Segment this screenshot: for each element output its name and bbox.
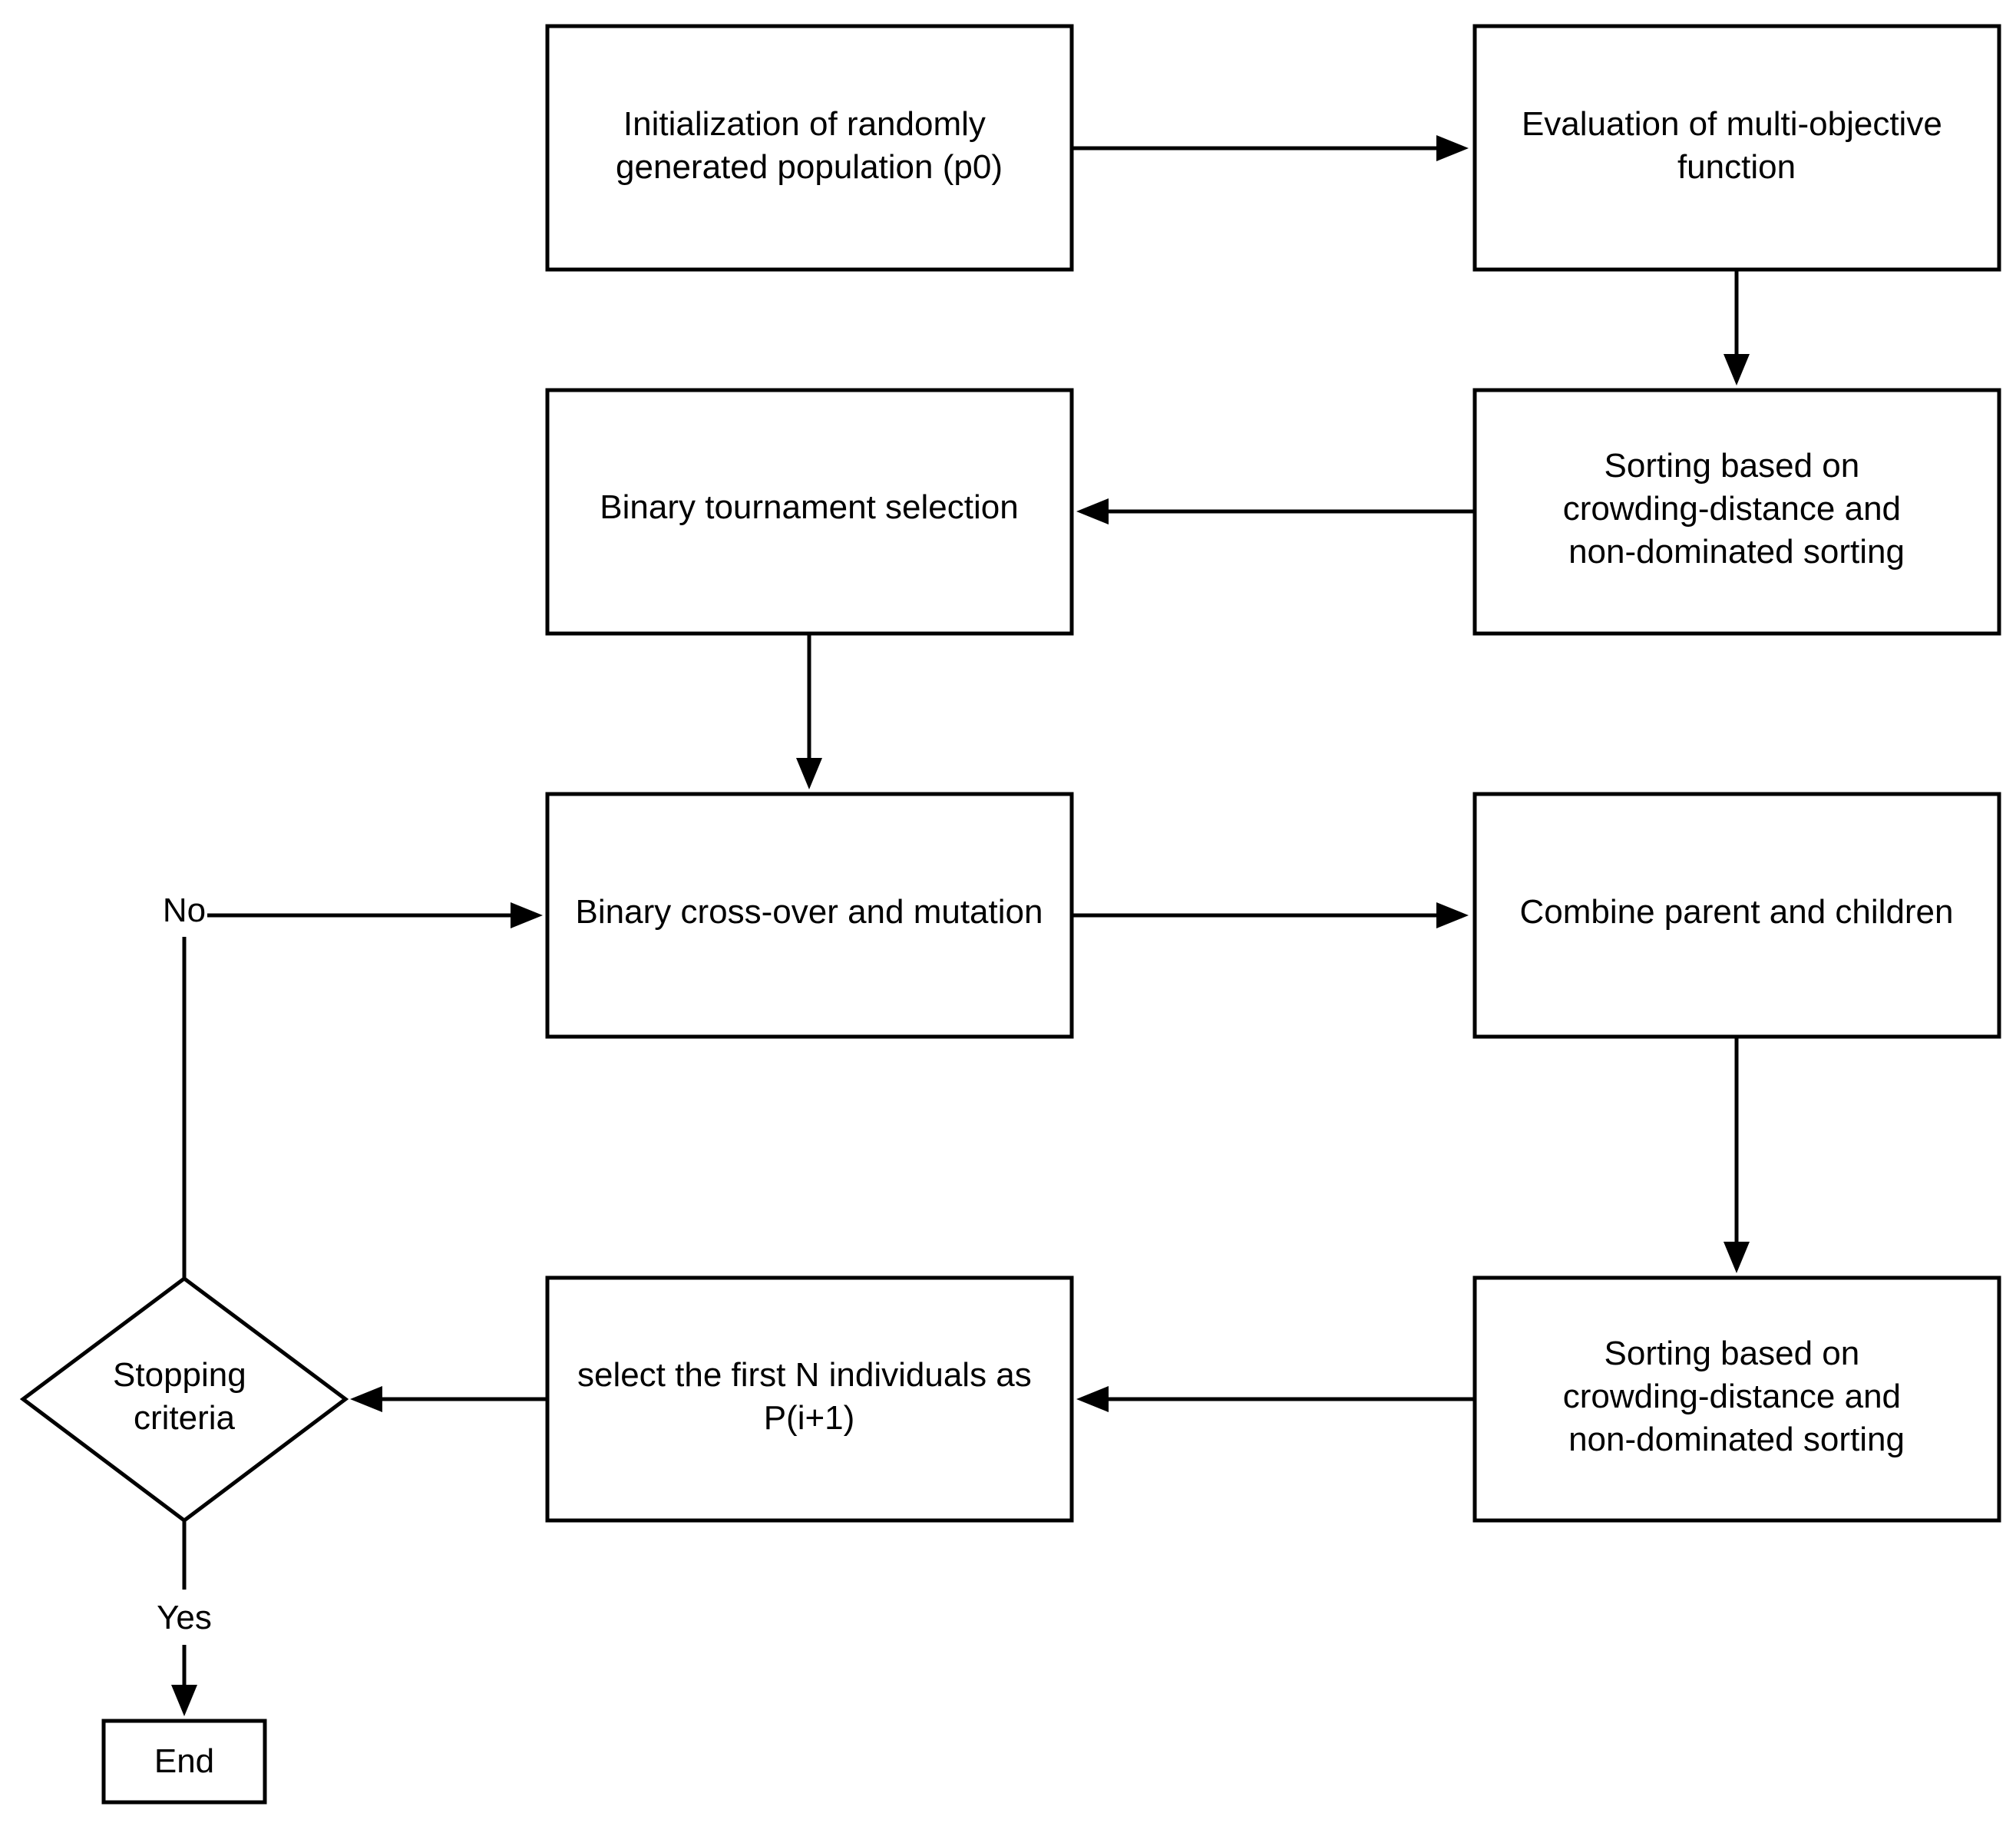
arrowhead-tournament-to-crossover (796, 758, 822, 789)
end-label-line-1: End (154, 1742, 214, 1780)
sort1-label-line-2: crowding-distance and (1563, 490, 1901, 528)
crossover-node (545, 792, 1074, 1039)
combine-label-line-1: Combine parent and children (1519, 893, 1953, 931)
end-label: End (154, 1742, 214, 1780)
tournament-label: Binary tournament selection (600, 488, 1018, 526)
arrowhead-sort2-to-select (1076, 1386, 1109, 1412)
decision-label-line-2: criteria (134, 1399, 236, 1437)
select-label-line-2: P(i+1) (764, 1399, 855, 1437)
evaluate-label: Evaluation of multi-objective function (1522, 105, 1952, 186)
init-label-line-2: generated population (p0) (616, 148, 1003, 186)
evaluate-node (1472, 24, 2001, 272)
select-label: select the first N individuals as P(i+1) (577, 1356, 1041, 1437)
arrowhead-sort1-to-tournament (1076, 498, 1109, 524)
arrowhead-no-to-crossover (511, 902, 543, 928)
sort1-node (1472, 388, 2001, 636)
sort2-label-line-2: crowding-distance and (1563, 1378, 1901, 1415)
sort1-label-line-1: Sorting based on (1605, 447, 1860, 485)
arrowhead-evaluate-to-sort1 (1724, 354, 1750, 385)
arrowhead-init-to-evaluate (1436, 135, 1469, 161)
select-label-line-1: select the first N individuals as (577, 1356, 1032, 1394)
arrowhead-crossover-to-combine (1436, 902, 1469, 928)
tournament-node (545, 388, 1074, 636)
decision-label-line-1: Stopping (113, 1356, 246, 1394)
init-label: Initialization of randomly generated pop… (616, 105, 1003, 186)
evaluate-label-line-2: function (1677, 148, 1796, 186)
evaluate-label-line-1: Evaluation of multi-objective (1522, 105, 1942, 143)
yes-edge-label: Yes (157, 1599, 212, 1636)
crossover-label: Binary cross-over and mutation (576, 893, 1043, 931)
sort2-node (1472, 1275, 2001, 1523)
sort1-label: Sorting based on crowding-distance and n… (1563, 447, 1911, 571)
end-node (101, 1719, 267, 1805)
sort1-label-line-3: non-dominated sorting (1568, 533, 1905, 571)
init-label-line-1: Initialization of randomly (623, 105, 986, 143)
arrowhead-select-to-decision (350, 1386, 382, 1412)
sort2-label-line-3: non-dominated sorting (1568, 1421, 1905, 1458)
tournament-label-line-1: Binary tournament selection (600, 488, 1018, 526)
combine-node (1472, 792, 2001, 1039)
crossover-label-line-1: Binary cross-over and mutation (576, 893, 1043, 931)
combine-label: Combine parent and children (1519, 893, 1953, 931)
sort2-label: Sorting based on crowding-distance and n… (1563, 1335, 1911, 1458)
init-node (545, 24, 1074, 272)
decision-label: Stopping criteria (113, 1356, 256, 1437)
no-edge-label: No (163, 892, 206, 929)
sort2-label-line-1: Sorting based on (1605, 1335, 1860, 1372)
arrowhead-combine-to-sort2 (1724, 1242, 1750, 1273)
arrowhead-yes-to-end (171, 1685, 197, 1716)
